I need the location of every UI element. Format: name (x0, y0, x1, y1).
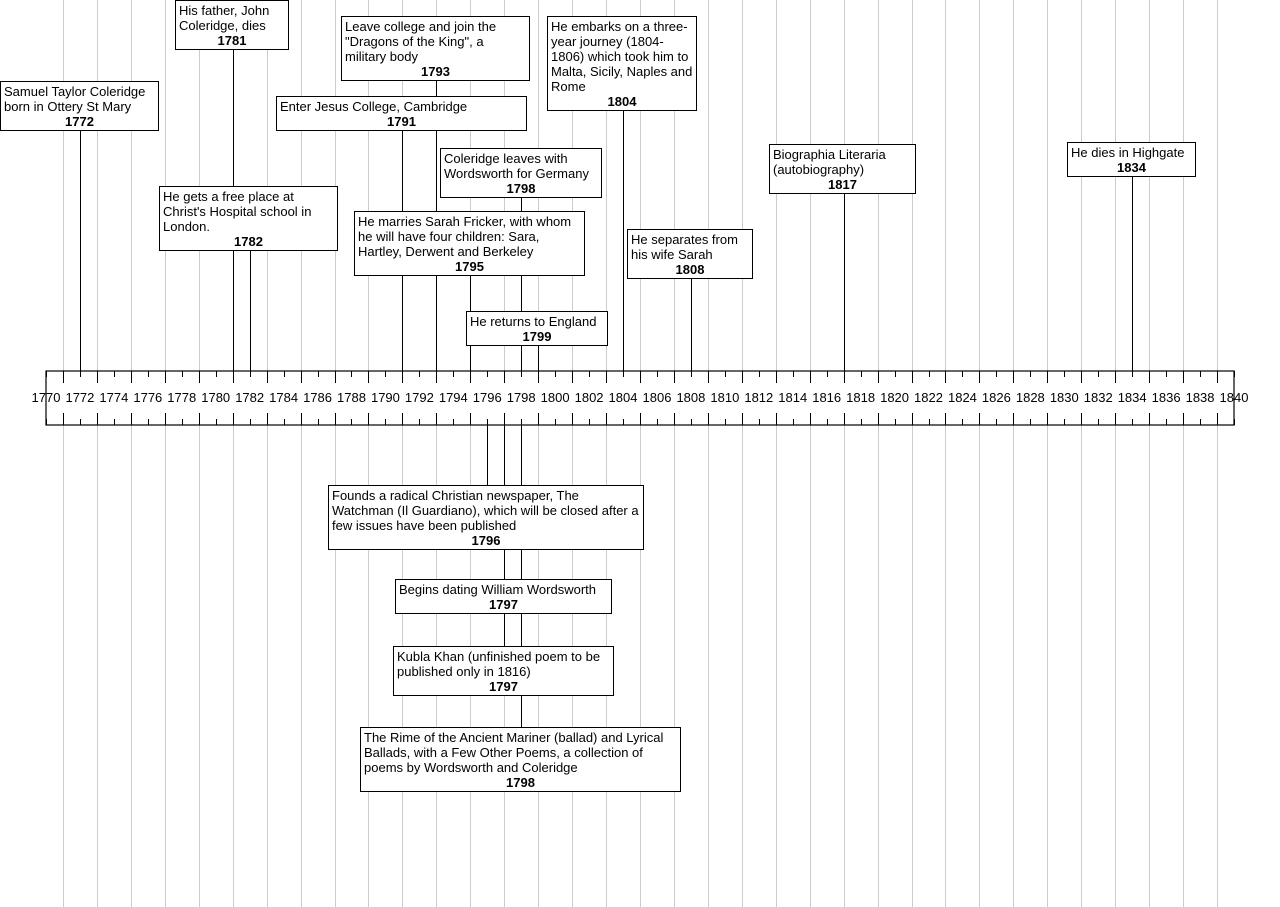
event-box: Leave college and join the "Dragons of t… (341, 16, 530, 81)
tick-label: 1828 (1015, 390, 1045, 405)
event-text: Biographia Literaria (autobiography) (773, 147, 886, 177)
event-text: Samuel Taylor Coleridge born in Ottery S… (4, 84, 146, 114)
tick-label: 1794 (438, 390, 468, 405)
event-text: He separates from his wife Sarah (631, 232, 738, 262)
tick-label: 1778 (167, 390, 197, 405)
event-box: Begins dating William Wordsworth 1797 (395, 579, 612, 614)
event-year: 1799 (522, 329, 552, 344)
event-year: 1817 (828, 177, 857, 192)
event-year: 1782 (234, 234, 263, 249)
tick-label: 1804 (608, 390, 638, 405)
tick-label: 1796 (472, 390, 502, 405)
event-box: He gets a free place at Christ's Hospita… (159, 186, 338, 251)
event-year: 1796 (471, 533, 501, 548)
event-text: Enter Jesus College, Cambridge (280, 99, 468, 114)
tick-label: 1812 (744, 390, 774, 405)
event-box: He embarks on a three-year journey (1804… (547, 16, 697, 111)
tick-label: 1782 (235, 390, 265, 405)
event-box: Biographia Literaria (autobiography) 181… (769, 144, 916, 194)
event-box: He dies in Highgate 1834 (1067, 142, 1196, 177)
event-text: He marries Sarah Fricker, with whom he w… (358, 214, 572, 259)
tick-label: 1810 (710, 390, 740, 405)
tick-label: 1840 (1219, 390, 1249, 405)
tick-label: 1774 (99, 390, 129, 405)
tick-label: 1822 (914, 390, 943, 405)
event-text: He gets a free place at Christ's Hospita… (163, 189, 312, 234)
tick-label: 1816 (812, 390, 842, 405)
tick-label: 1826 (981, 390, 1011, 405)
event-box: Kubla Khan (unfinished poem to be publis… (393, 646, 614, 696)
tick-label: 1798 (506, 390, 536, 405)
event-year: 1781 (217, 33, 247, 48)
event-box: Samuel Taylor Coleridge born in Ottery S… (0, 81, 159, 131)
tick-label: 1788 (337, 390, 366, 405)
event-box: Coleridge leaves with Wordsworth for Ger… (440, 148, 602, 198)
event-box: Enter Jesus College, Cambridge 1791 (276, 96, 527, 131)
event-text: Founds a radical Christian newspaper, Th… (332, 488, 639, 533)
event-text: He dies in Highgate (1071, 145, 1185, 160)
event-year: 1791 (387, 114, 416, 129)
event-year: 1797 (489, 679, 518, 694)
event-text: The Rime of the Ancient Mariner (ballad)… (364, 730, 664, 775)
event-year: 1798 (506, 775, 535, 790)
tick-label: 1772 (65, 390, 95, 405)
tick-label: 1802 (574, 390, 604, 405)
axis-ticks (46, 371, 1235, 425)
tick-label: 1784 (269, 390, 299, 405)
event-text: Leave college and join the "Dragons of t… (345, 19, 497, 64)
event-text: Kubla Khan (unfinished poem to be publis… (397, 649, 601, 679)
tick-label: 1814 (778, 390, 808, 405)
event-year: 1798 (506, 181, 536, 196)
tick-label: 1808 (676, 390, 706, 405)
event-box: His father, John Coleridge, dies 1781 (175, 0, 289, 50)
event-box: The Rime of the Ancient Mariner (ballad)… (360, 727, 681, 792)
tick-label: 1836 (1151, 390, 1181, 405)
event-year: 1834 (1117, 160, 1146, 175)
event-text: Coleridge leaves with Wordsworth for Ger… (444, 151, 589, 181)
tick-label: 1780 (201, 390, 231, 405)
event-year: 1795 (455, 259, 484, 274)
event-box: He separates from his wife Sarah 1808 (627, 229, 753, 279)
tick-label: 1830 (1049, 390, 1079, 405)
tick-label: 1820 (880, 390, 910, 405)
event-box: He returns to England 1799 (466, 311, 608, 346)
event-text: His father, John Coleridge, dies (179, 3, 270, 33)
event-year: 1793 (421, 64, 450, 79)
event-year: 1797 (489, 597, 518, 612)
tick-label: 1818 (846, 390, 876, 405)
tick-label: 1786 (303, 390, 332, 405)
tick-label: 1832 (1083, 390, 1113, 405)
event-year: 1772 (65, 114, 94, 129)
tick-label: 1834 (1117, 390, 1147, 405)
event-text: He embarks on a three-year journey (1804… (551, 19, 693, 94)
tick-label: 1806 (642, 390, 672, 405)
event-text: Begins dating William Wordsworth (399, 582, 596, 597)
tick-label: 1776 (133, 390, 163, 405)
event-text: He returns to England (470, 314, 597, 329)
tick-label: 1824 (947, 390, 977, 405)
tick-label: 1790 (370, 390, 400, 405)
tick-label: 1770 (31, 390, 61, 405)
tick-label: 1800 (540, 390, 570, 405)
event-box: Founds a radical Christian newspaper, Th… (328, 485, 644, 550)
event-box: He marries Sarah Fricker, with whom he w… (354, 211, 585, 276)
tick-label: 1838 (1185, 390, 1215, 405)
event-year: 1808 (675, 262, 705, 277)
tick-label: 1792 (404, 390, 434, 405)
event-year: 1804 (607, 94, 637, 109)
